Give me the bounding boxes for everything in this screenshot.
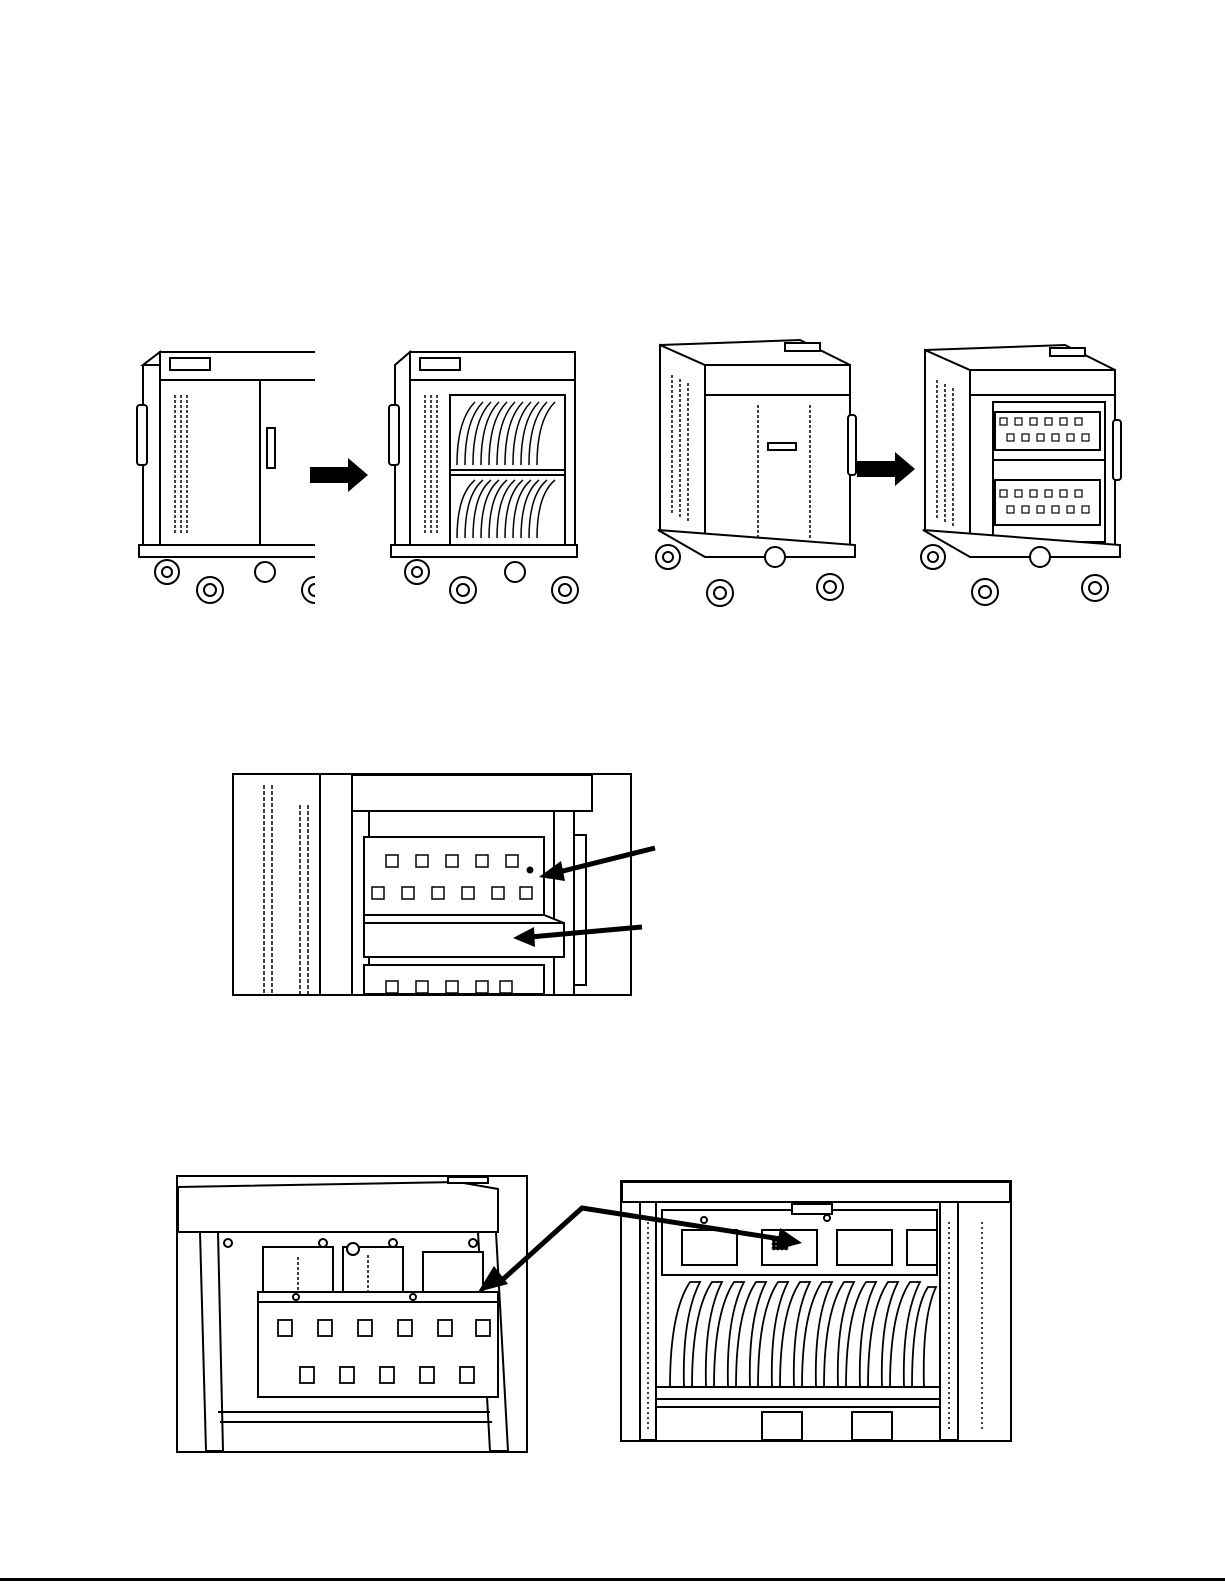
cart-rear-open-illustration — [915, 340, 1130, 615]
arrow-left-icon — [535, 843, 660, 883]
arrow-pointer-icon — [472, 1200, 807, 1295]
arrow-left-icon — [510, 922, 645, 950]
outlet-panel-detail-illustration — [234, 775, 630, 994]
outlet-panel-detail-figure — [232, 773, 632, 996]
arrow-right-icon — [857, 452, 917, 486]
cart-front-open-illustration — [375, 340, 585, 615]
cart-rear-closed-illustration — [650, 335, 865, 615]
footer-rule — [0, 1578, 1225, 1581]
row1-figures — [100, 330, 1130, 615]
cart-front-closed-illustration — [115, 340, 315, 615]
arrow-right-icon — [310, 458, 370, 492]
